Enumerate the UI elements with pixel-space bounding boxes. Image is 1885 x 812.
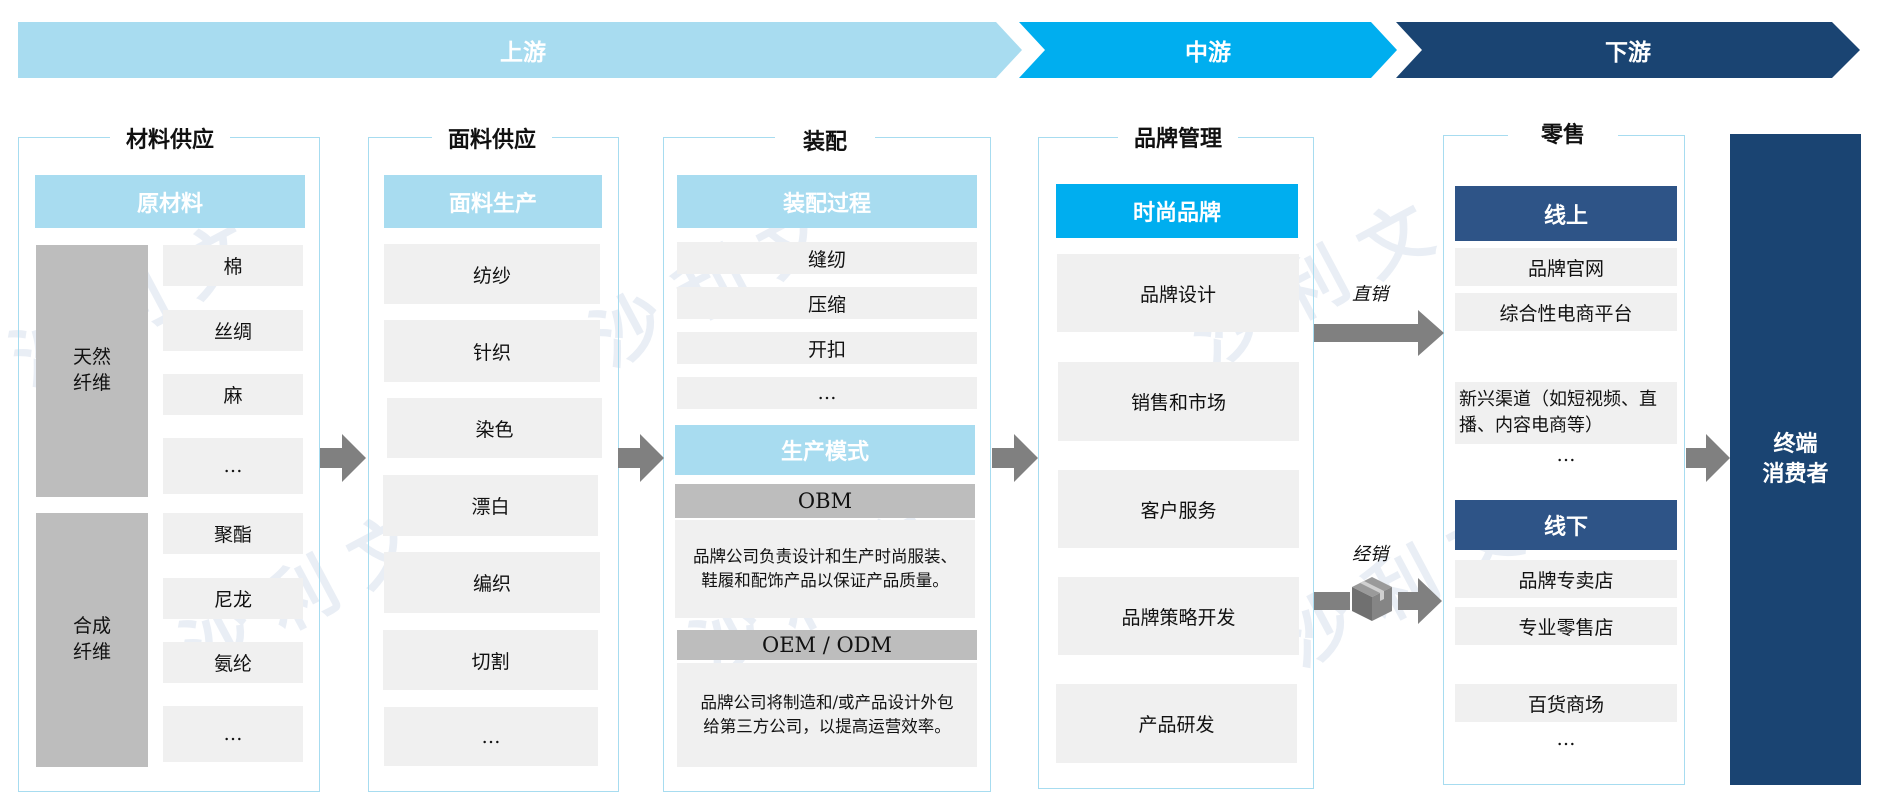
synthetic-item: … — [163, 706, 303, 762]
stage-label-upstream: 上游 — [500, 39, 546, 66]
brand-title: 品牌管理 — [1118, 121, 1238, 153]
synthetic-item: 氨纶 — [163, 642, 303, 683]
offline-item: 专业零售店 — [1455, 607, 1677, 645]
offline-item: 品牌专卖店 — [1455, 560, 1677, 598]
natural-item: 麻 — [163, 374, 303, 415]
arrow-right-icon — [1398, 578, 1442, 624]
assembly-item: 开扣 — [677, 332, 977, 364]
fabric-item: 针织 — [384, 320, 600, 382]
brand-item: 品牌设计 — [1057, 254, 1299, 332]
assembly-item: 缝纫 — [677, 242, 977, 274]
arrow-right-icon — [1686, 434, 1730, 482]
offline-item: 百货商场 — [1455, 684, 1677, 722]
production-mode-header: 生产模式 — [675, 425, 975, 475]
online-item: 新兴渠道（如短视频、直播、内容电商等） — [1455, 382, 1677, 444]
fabric-item: 纺纱 — [384, 244, 600, 304]
synthetic-fiber-label: 合成纤维 — [36, 513, 148, 767]
brand-item: 产品研发 — [1056, 684, 1297, 763]
fabric-item: 漂白 — [383, 475, 598, 536]
assembly-item: 压缩 — [677, 287, 977, 319]
online-header: 线上 — [1455, 186, 1677, 241]
online-item: … — [1556, 444, 1576, 466]
fabric-header: 面料生产 — [384, 175, 602, 228]
stage-label-downstream: 下游 — [1605, 39, 1651, 66]
natural-item: 丝绸 — [163, 310, 303, 351]
assembly-header: 装配过程 — [677, 175, 977, 228]
materials-title: 材料供应 — [110, 122, 230, 154]
stage-bar-downstream — [1396, 22, 1860, 78]
natural-item: 棉 — [163, 245, 303, 286]
distribution-label: 经销 — [1352, 544, 1388, 565]
retail-title: 零售 — [1508, 117, 1618, 149]
materials-header: 原材料 — [35, 175, 305, 228]
package-icon — [1352, 577, 1392, 621]
brand-item: 销售和市场 — [1058, 362, 1299, 441]
obm-label: OBM — [675, 484, 975, 518]
fabric-item: 编织 — [384, 552, 600, 613]
brand-header: 时尚品牌 — [1056, 184, 1298, 238]
brand-item: 客户服务 — [1058, 470, 1299, 548]
online-item: 综合性电商平台 — [1455, 293, 1677, 331]
stage-bar-midstream — [1019, 22, 1397, 78]
direct-sales-arrow-icon — [1314, 310, 1444, 356]
natural-fiber-label: 天然纤维 — [36, 245, 148, 497]
online-item: 品牌官网 — [1455, 248, 1677, 286]
distribution-line-icon — [1314, 592, 1350, 610]
synthetic-item: 尼龙 — [163, 578, 303, 619]
assembly-item: … — [677, 377, 977, 409]
obm-description: 品牌公司负责设计和生产时尚服装、鞋履和配饰产品以保证产品质量。 — [675, 520, 975, 618]
stage-bar-upstream — [18, 22, 1022, 78]
fabric-column — [368, 137, 619, 792]
oem-odm-label: OEM / ODM — [677, 630, 977, 660]
arrow-right-icon — [320, 434, 366, 482]
brand-item: 品牌策略开发 — [1058, 577, 1299, 655]
end-consumer: 终端消费者 — [1730, 134, 1861, 785]
oem-odm-description: 品牌公司将制造和/或产品设计外包给第三方公司，以提高运营效率。 — [677, 663, 977, 767]
offline-item: … — [1556, 728, 1576, 750]
natural-item: … — [163, 438, 303, 494]
arrow-right-icon — [992, 434, 1038, 482]
synthetic-item: 聚酯 — [163, 513, 303, 554]
fabric-title: 面料供应 — [432, 122, 552, 154]
assembly-title: 装配 — [775, 124, 875, 156]
fabric-item: 染色 — [387, 398, 602, 458]
stage-label-midstream: 中游 — [1185, 39, 1231, 66]
arrow-right-icon — [618, 434, 664, 482]
direct-sales-label: 直销 — [1352, 284, 1388, 305]
fabric-item: 切割 — [383, 630, 598, 690]
offline-header: 线下 — [1455, 500, 1677, 550]
fabric-item: … — [384, 707, 598, 766]
